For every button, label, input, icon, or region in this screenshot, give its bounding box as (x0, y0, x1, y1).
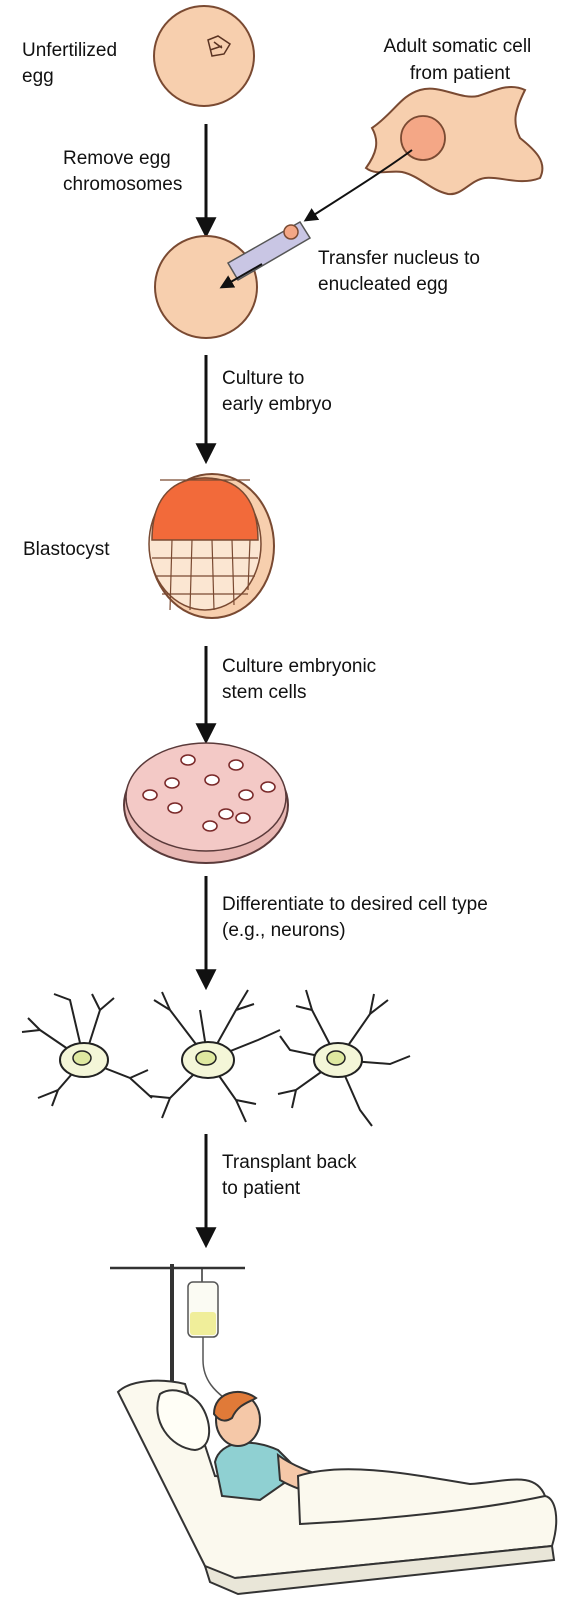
transplant-label: Transplant back to patient (222, 1152, 362, 1199)
transfer-arrow (306, 150, 412, 220)
adult-somatic-cell (366, 87, 542, 194)
unfertilized-egg-label: Unfertilized egg (22, 40, 122, 87)
iv-bag (188, 1282, 230, 1402)
petri-dish (124, 743, 288, 863)
differentiate-label: Differentiate to desired cell type (e.g.… (222, 894, 493, 941)
unfertilized-egg (154, 6, 254, 106)
culture-embryo-label: Culture to early embryo (222, 368, 332, 415)
neuron (150, 990, 280, 1122)
neuron (22, 994, 152, 1106)
transfer-nucleus-label: Transfer nucleus to enucleated egg (318, 248, 485, 295)
blastocyst-label: Blastocyst (23, 539, 110, 560)
adult-somatic-cell-label: Adult somatic cell from patient (383, 36, 536, 84)
neuron (278, 990, 410, 1126)
blastocyst (149, 474, 274, 618)
enucleated-egg (155, 236, 257, 338)
neurons (22, 990, 410, 1126)
culture-stem-cells-label: Culture embryonic stem cells (222, 656, 381, 703)
remove-chromosomes-label: Remove egg chromosomes (63, 148, 182, 195)
